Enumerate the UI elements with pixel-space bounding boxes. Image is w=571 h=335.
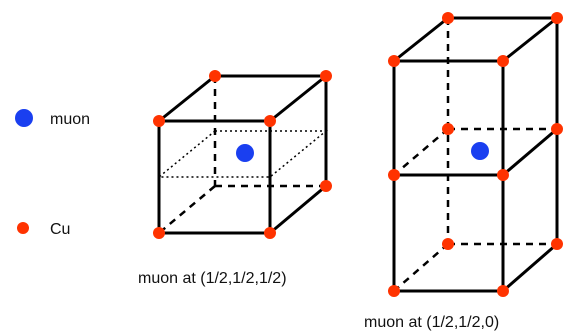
cube2-muon bbox=[471, 142, 489, 160]
cube1-edge bbox=[269, 74, 327, 123]
cube2-hidden-edge bbox=[393, 128, 449, 176]
cube2-cu-atom bbox=[497, 285, 509, 297]
cube1-edge bbox=[158, 74, 216, 123]
legend-muon-label: muon bbox=[50, 111, 90, 128]
legend: muon Cu bbox=[15, 109, 90, 238]
cube1-cu-atom bbox=[320, 180, 332, 192]
cube2-edge bbox=[502, 242, 558, 293]
cube2-cu-atom bbox=[388, 55, 400, 67]
cube1-edge bbox=[269, 184, 327, 235]
legend-cu-label: Cu bbox=[50, 221, 70, 238]
cube2-edge bbox=[393, 16, 449, 63]
cube2-cu-atom bbox=[551, 12, 563, 24]
cube1-cu-atom bbox=[153, 227, 165, 239]
cube1-cu-atom bbox=[209, 70, 221, 82]
cube1-muon bbox=[236, 144, 254, 162]
cube2-cu-atom bbox=[442, 123, 454, 135]
single-cell-caption: muon at (1/2,1/2,1/2) bbox=[138, 270, 287, 287]
cube2-edge bbox=[502, 16, 558, 63]
cube1-cu-atom bbox=[264, 227, 276, 239]
cube2-cu-atom bbox=[551, 123, 563, 135]
cube1-cu-atom bbox=[320, 70, 332, 82]
cube1-cu-atom bbox=[264, 115, 276, 127]
cube2-cu-atom bbox=[497, 169, 509, 181]
cube2-cu-atom bbox=[497, 55, 509, 67]
legend-cu-marker bbox=[17, 222, 29, 234]
cube2-cu-atom bbox=[442, 12, 454, 24]
legend-muon-marker bbox=[15, 109, 33, 127]
cube1-cu-atom bbox=[153, 115, 165, 127]
cube2-cu-atom bbox=[388, 285, 400, 297]
cube2-cu-atom bbox=[442, 238, 454, 250]
double-cell-caption: muon at (1/2,1/2,0) bbox=[364, 314, 499, 331]
double-cell-diagram: muon at (1/2,1/2,0) bbox=[364, 12, 563, 331]
cube2-cu-atom bbox=[388, 169, 400, 181]
cube2-hidden-edge bbox=[393, 243, 449, 292]
cube2-cu-atom bbox=[551, 238, 563, 250]
cube1-hidden-edge bbox=[158, 185, 216, 234]
cube2-edge bbox=[502, 127, 558, 177]
single-cell-diagram: muon at (1/2,1/2,1/2) bbox=[138, 70, 332, 287]
